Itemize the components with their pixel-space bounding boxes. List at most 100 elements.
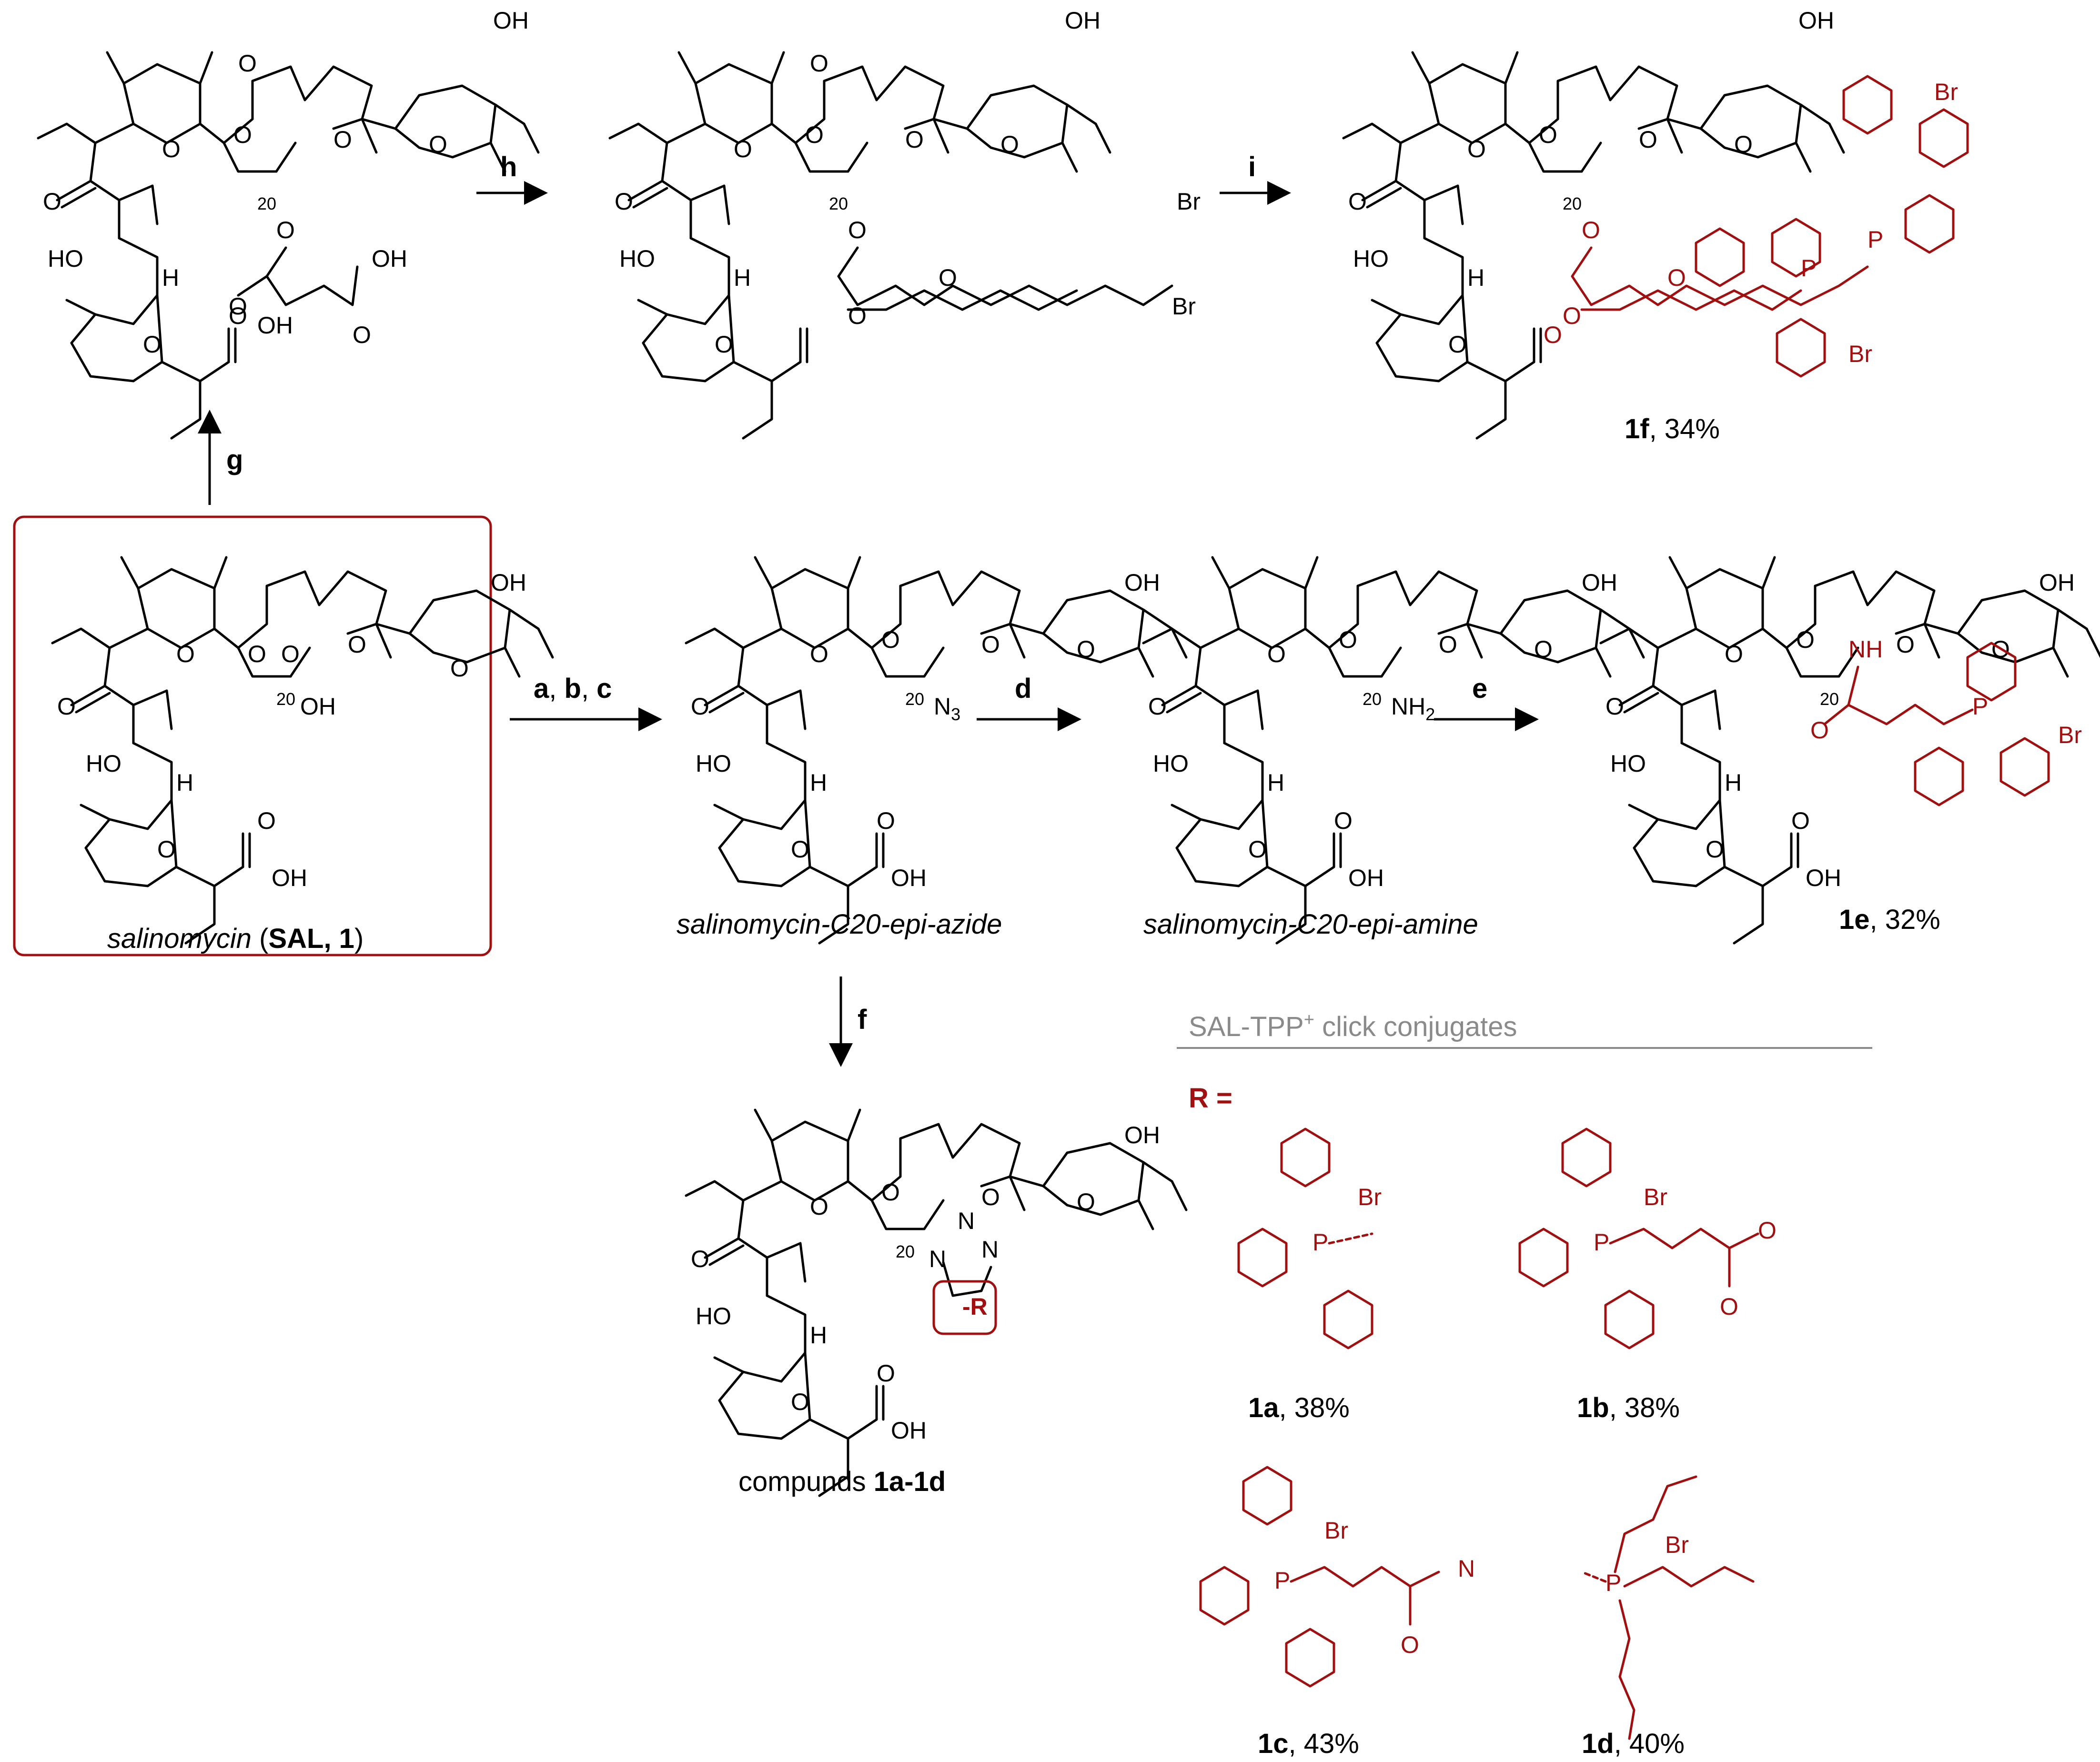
svg-text:20: 20 [896,1242,915,1261]
azide-name: salinomycin-C20-epi-azide [676,909,1002,940]
svg-text:O: O [1077,1188,1095,1215]
sal-succinate-structure: O O O O O OH 20 O O OH O O HO H O O OH [38,7,538,438]
svg-text:HO: HO [48,245,83,272]
svg-text:P: P [1605,1570,1621,1596]
r-group-1c: P O N Br [1199,1466,1475,1688]
svg-text:H: H [162,264,179,291]
reagent-d: d [1015,673,1031,704]
svg-text:OH: OH [1124,1122,1160,1148]
svg-text:HO: HO [1353,245,1389,272]
svg-text:O: O [143,331,162,358]
svg-text:20: 20 [257,194,276,213]
svg-text:N3: N3 [934,693,960,724]
svg-text:O: O [348,631,366,658]
svg-text:O: O [229,302,247,329]
svg-text:NH2: NH2 [1391,693,1435,724]
svg-text:O: O [1077,636,1095,663]
svg-text:O: O [848,302,867,329]
svg-text:O: O [229,293,247,320]
svg-text:OH: OH [493,7,529,34]
svg-text:O: O [1267,641,1286,667]
r-group-1d-label: 1d, 40% [1582,1728,1685,1759]
svg-text:O: O [353,322,371,348]
sal-highlight-box [13,515,492,957]
svg-text:OH: OH [1806,865,1841,891]
compound-1e-structure: O O O O OH 20 NH O P Br O HO H O O OH [1601,557,2100,943]
svg-text:OH: OH [1124,569,1160,596]
svg-text:P: P [1868,226,1883,253]
svg-text:OH: OH [372,245,407,272]
r-group-1d: P Br [1580,1475,1755,1740]
svg-text:Br: Br [1644,1184,1667,1210]
svg-text:N: N [1458,1555,1475,1582]
svg-text:O: O [1539,121,1557,148]
svg-text:20: 20 [276,689,295,709]
svg-text:HO: HO [1153,750,1189,777]
svg-text:O: O [939,264,957,291]
svg-text:O: O [1810,717,1829,744]
svg-text:OH: OH [1065,7,1100,34]
svg-text:O: O [981,1184,1000,1210]
reagent-h: h [500,151,517,182]
svg-text:HO: HO [696,750,731,777]
r-group-1a-label: 1a, 38% [1248,1392,1350,1423]
reagent-g: g [226,444,243,475]
svg-text:N: N [958,1208,975,1234]
svg-text:O: O [1605,693,1624,720]
click-compounds-label: compunds 1a-1d [738,1466,946,1497]
svg-text:OH: OH [257,312,293,339]
svg-text:H: H [734,264,751,291]
svg-text:O: O [1000,131,1019,158]
svg-text:O: O [1544,322,1562,348]
reagent-abc: a, b, c [534,673,612,704]
svg-text:O: O [810,50,828,77]
svg-text:O: O [1758,1217,1777,1244]
svg-text:O: O [791,1389,809,1415]
svg-text:O: O [1667,264,1686,291]
svg-text:O: O [877,1360,895,1387]
svg-text:OH: OH [1582,569,1617,596]
svg-text:O: O [1401,1631,1419,1658]
svg-text:O: O [1448,331,1467,358]
svg-text:P: P [1594,1229,1609,1256]
svg-text:O: O [734,136,752,162]
svg-text:O: O [233,121,252,148]
svg-text:O: O [810,1193,828,1220]
svg-text:O: O [1348,188,1367,215]
svg-text:O: O [1706,836,1724,863]
svg-text:OH: OH [891,865,927,891]
svg-text:O: O [1148,693,1167,720]
svg-text:H: H [1467,264,1484,291]
svg-text:O: O [810,641,828,667]
svg-text:OH: OH [2039,569,2075,596]
compound-1e-label: 1e, 32% [1839,904,1940,935]
svg-text:O: O [238,50,257,77]
svg-text:O: O [905,126,924,153]
svg-text:OH: OH [1798,7,1834,34]
svg-text:Br: Br [1177,188,1201,215]
legend-title: SAL-TPP+ click conjugates [1189,1010,1517,1042]
svg-text:O: O [1334,807,1353,834]
r-group-1b: P O O Br [1518,1128,1777,1349]
svg-text:O: O [276,217,295,243]
svg-text:O: O [1339,626,1357,653]
reagent-e: e [1472,673,1487,704]
svg-text:OH: OH [491,569,526,596]
svg-text:O: O [157,836,176,863]
svg-text:OH: OH [272,865,307,891]
svg-text:HO: HO [619,245,655,272]
svg-text:P: P [1312,1229,1328,1256]
svg-text:NH: NH [1848,636,1883,663]
svg-text:O: O [1439,631,1457,658]
svg-text:O: O [981,631,1000,658]
svg-text:O: O [162,136,181,162]
amine-name: salinomycin-C20-epi-amine [1143,909,1478,940]
svg-text:O: O [281,641,300,667]
sal-name: salinomycin (SAL, 1) [107,923,363,954]
svg-text:20: 20 [1363,689,1382,709]
svg-text:Br: Br [1172,293,1196,320]
compound-1f-label: 1f, 34% [1625,413,1720,444]
svg-text:O: O [257,807,276,834]
svg-text:20: 20 [829,194,848,213]
svg-text:Br: Br [1665,1531,1689,1558]
